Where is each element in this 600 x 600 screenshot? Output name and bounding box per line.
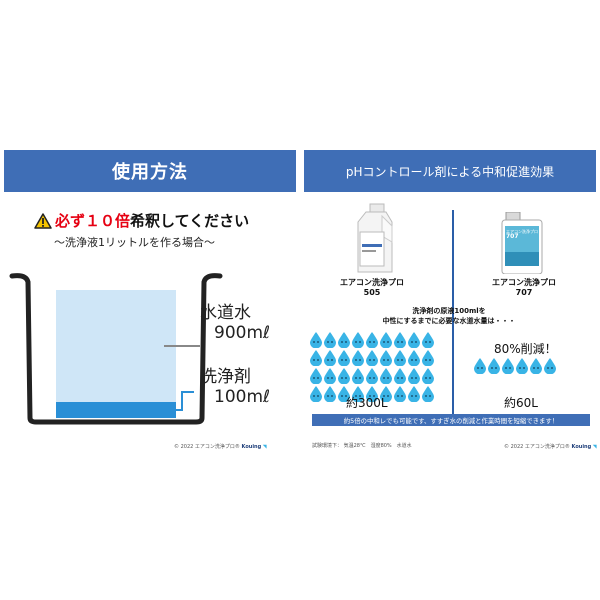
water-drop-icon [366,386,378,402]
water-drop-icon [324,368,336,384]
water-drop-icon [474,358,486,374]
water-drop-icon [422,332,434,348]
product-707-line1: エアコン洗浄プロ [492,278,556,287]
detergent-amount: 100mℓ [214,387,271,407]
water-drop-icon [310,332,322,348]
water-drop-icon [352,350,364,366]
warning-text: 希釈してください [130,212,250,230]
footer-brand: エアコン洗浄プロ® [194,444,240,450]
water-drop-icon [502,358,514,374]
water-drop-icon [366,350,378,366]
usage-panel: 使用方法 必ず１０倍 希釈してください ～洗浄液1リットルを作る場合～ 水道水 … [4,150,296,455]
left-footer: © 2022 エアコン洗浄プロ® Kouing ◥ [174,443,267,450]
water-drop-icon [530,358,542,374]
water-drop-icon [352,368,364,384]
question-line1: 洗浄剤の原液100mlを [412,307,486,315]
conclusion-bar: 約5倍の中和レでも可能です、すすぎ水の削減と作業時間を短縮できます！ [312,414,590,426]
kouing-logo-icon: ◥ [592,444,597,450]
product-505-line2: 505 [363,288,381,297]
water-drop-icon [408,386,420,402]
water-drop-icon [352,386,364,402]
detergent-label: 洗浄剤 [200,367,251,387]
water-fill [56,290,176,402]
detergent-leader-line [166,391,194,411]
right-footer: © 2022 エアコン洗浄プロ® Kouing ◥ [504,443,597,450]
water-drop-icon [338,350,350,366]
copyright-mark: © [174,444,179,450]
water-drop-icon [338,332,350,348]
beaker-outline [9,273,223,425]
water-drop-icon [380,368,392,384]
water-drop-icon [310,386,322,402]
water-drop-icon [516,358,528,374]
water-drop-icon [324,386,336,402]
water-drop-icon [380,332,392,348]
water-drop-icon [422,350,434,366]
water-drop-icon [310,368,322,384]
usage-title-bar: 使用方法 [4,150,296,192]
beaker-illustration [9,273,223,425]
kouing-logo-icon: ◥ [262,444,267,450]
question-text: 洗浄剤の原液100mlを 中性にするまでに必要な水道水量は・・・ [364,306,534,326]
usage-title: 使用方法 [112,162,188,183]
water-drop-icon [324,350,336,366]
comparison-divider [452,210,454,420]
water-drops-300l [310,332,440,402]
product-505-name: エアコン洗浄プロ 505 [332,278,412,298]
water-drop-icon [422,386,434,402]
product-505-line1: エアコン洗浄プロ [340,278,404,287]
footer-year: 2022 [180,444,194,450]
water-drop-icon [380,386,392,402]
copyright-mark: © [504,444,509,450]
kouing-logo: Kouing [241,444,262,450]
water-drop-icon [394,350,406,366]
bottle-label-line2: 707 [506,233,519,240]
water-drop-icon [408,368,420,384]
detergent-callout: 洗浄剤 100mℓ [200,362,270,407]
water-drop-icon [422,368,434,384]
product-707-name: エアコン洗浄プロ 707 [484,278,564,298]
water-drop-icon [338,386,350,402]
dilution-warning: 必ず１０倍 希釈してください [34,210,249,231]
water-label: 水道水 [200,303,251,323]
neutralization-panel: pHコントロール剤による中和促進効果 エアコン洗浄プロ 707 エアコン洗浄プロ… [304,150,597,455]
water-drop-icon [310,350,322,366]
footer-year: 2022 [510,444,524,450]
water-drop-icon [394,332,406,348]
water-drop-icon [488,358,500,374]
water-amount: 900mℓ [214,323,271,343]
water-drop-icon [352,332,364,348]
test-conditions: 試験環境下： 気温28℃ 湿度80% 水道水 [312,443,412,449]
detergent-fill [56,402,176,418]
water-drop-icon [324,332,336,348]
kouing-logo: Kouing [571,444,592,450]
bottle-label-line1: エアコン洗浄プロ [506,229,538,234]
water-drop-icon [338,368,350,384]
warning-emphasis: 必ず１０倍 [55,212,131,230]
water-drop-icon [408,332,420,348]
bottle-505-image [357,203,393,273]
conclusion-text: 約5倍の中和レでも可能です、すすぎ水の削減と作業時間を短縮できます！ [343,416,559,425]
amount-300l: 約300L [346,396,388,410]
reduction-label: 80%削減！ [494,342,557,356]
product-707-line2: 707 [515,288,533,297]
water-drop-icon [366,368,378,384]
warning-icon [34,212,52,229]
water-drop-icon [544,358,556,374]
water-drop-icon [394,386,406,402]
water-drop-icon [366,332,378,348]
amount-60l: 約60L [504,396,538,410]
neutralization-title: pHコントロール剤による中和促進効果 [345,164,555,179]
bottle-707-image: エアコン洗浄プロ 707 [500,212,544,274]
footer-brand: エアコン洗浄プロ® [524,444,570,450]
water-drop-icon [394,368,406,384]
water-drop-icon [380,350,392,366]
water-callout: 水道水 900mℓ [200,298,270,343]
usage-subtitle: ～洗浄液1リットルを作る場合～ [54,236,215,249]
neutralization-title-bar: pHコントロール剤による中和促進効果 [304,150,596,192]
question-line2: 中性にするまでに必要な水道水量は・・・ [382,317,516,325]
water-drops-60l [474,358,584,374]
water-drop-icon [408,350,420,366]
